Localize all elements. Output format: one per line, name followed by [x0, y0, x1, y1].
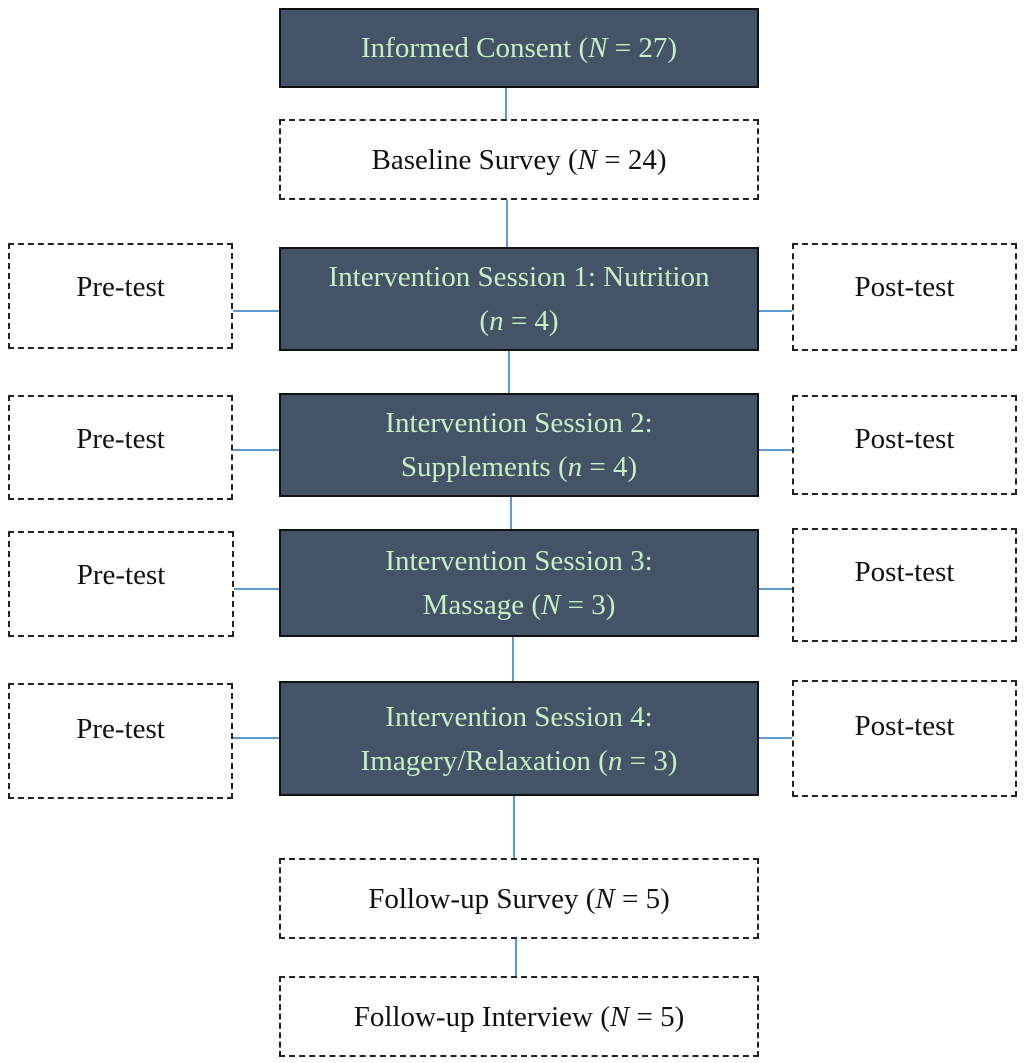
- session-2-title: Intervention Session 2:: [385, 407, 653, 439]
- connector-session1-post: [758, 310, 793, 312]
- session-3-count: Massage (N = 3): [422, 589, 616, 621]
- connector-session3-session4: [512, 636, 514, 682]
- connector-pre-session2: [232, 449, 280, 451]
- pre-test-box-3: Pre-test: [8, 531, 234, 637]
- post-test-label: Post-test: [854, 710, 955, 742]
- baseline-survey-box: Baseline Survey (N = 24): [279, 119, 759, 200]
- post-test-box-2: Post-test: [792, 395, 1017, 495]
- connector-pre-session3: [233, 588, 280, 590]
- pre-test-box-2: Pre-test: [8, 395, 233, 500]
- connector-session2-session3: [510, 496, 512, 530]
- connector-consent-baseline: [505, 87, 507, 120]
- post-test-label: Post-test: [854, 271, 955, 303]
- pre-test-box-1: Pre-test: [8, 243, 233, 349]
- post-test-box-4: Post-test: [792, 680, 1017, 797]
- post-test-label: Post-test: [854, 556, 955, 588]
- post-test-box-1: Post-test: [792, 243, 1017, 351]
- follow-up-interview-label: Follow-up Interview (N = 5): [353, 1000, 685, 1033]
- informed-consent-label: Informed Consent (N = 27): [361, 32, 677, 64]
- pre-test-label: Pre-test: [76, 423, 165, 455]
- baseline-survey-label: Baseline Survey (N = 24): [371, 143, 667, 176]
- post-test-box-3: Post-test: [792, 528, 1017, 642]
- pre-test-label: Pre-test: [76, 271, 165, 303]
- session-3-title: Intervention Session 3:: [385, 545, 653, 577]
- connector-session1-session2: [508, 350, 510, 394]
- connector-session4-followup-survey: [513, 795, 515, 859]
- intervention-session-2-box: Intervention Session 2: Supplements (n =…: [279, 393, 759, 497]
- session-4-title: Intervention Session 4:: [385, 700, 653, 733]
- session-1-title: Intervention Session 1: Nutrition: [328, 261, 710, 293]
- follow-up-survey-box: Follow-up Survey (N = 5): [279, 858, 759, 939]
- session-2-count: Supplements (n = 4): [400, 451, 638, 483]
- connector-pre-session1: [232, 310, 280, 312]
- pre-test-label: Pre-test: [76, 559, 166, 591]
- follow-up-survey-label: Follow-up Survey (N = 5): [368, 882, 670, 915]
- follow-up-interview-box: Follow-up Interview (N = 5): [279, 976, 759, 1057]
- post-test-label: Post-test: [854, 423, 955, 455]
- pre-test-box-4: Pre-test: [8, 683, 233, 799]
- connector-session4-post: [758, 737, 793, 739]
- informed-consent-box: Informed Consent (N = 27): [279, 8, 759, 88]
- session-4-count: Imagery/Relaxation (n = 3): [360, 744, 678, 777]
- session-1-count: (n = 4): [479, 305, 559, 337]
- connector-session3-post: [758, 588, 793, 590]
- intervention-session-3-box: Intervention Session 3: Massage (N = 3): [279, 529, 759, 637]
- connector-baseline-session1: [506, 199, 508, 248]
- connector-survey-interview: [515, 938, 517, 977]
- pre-test-label: Pre-test: [76, 713, 165, 745]
- connector-session2-post: [758, 449, 793, 451]
- intervention-session-1-box: Intervention Session 1: Nutrition (n = 4…: [279, 247, 759, 351]
- connector-pre-session4: [232, 737, 280, 739]
- intervention-session-4-box: Intervention Session 4: Imagery/Relaxati…: [279, 681, 759, 796]
